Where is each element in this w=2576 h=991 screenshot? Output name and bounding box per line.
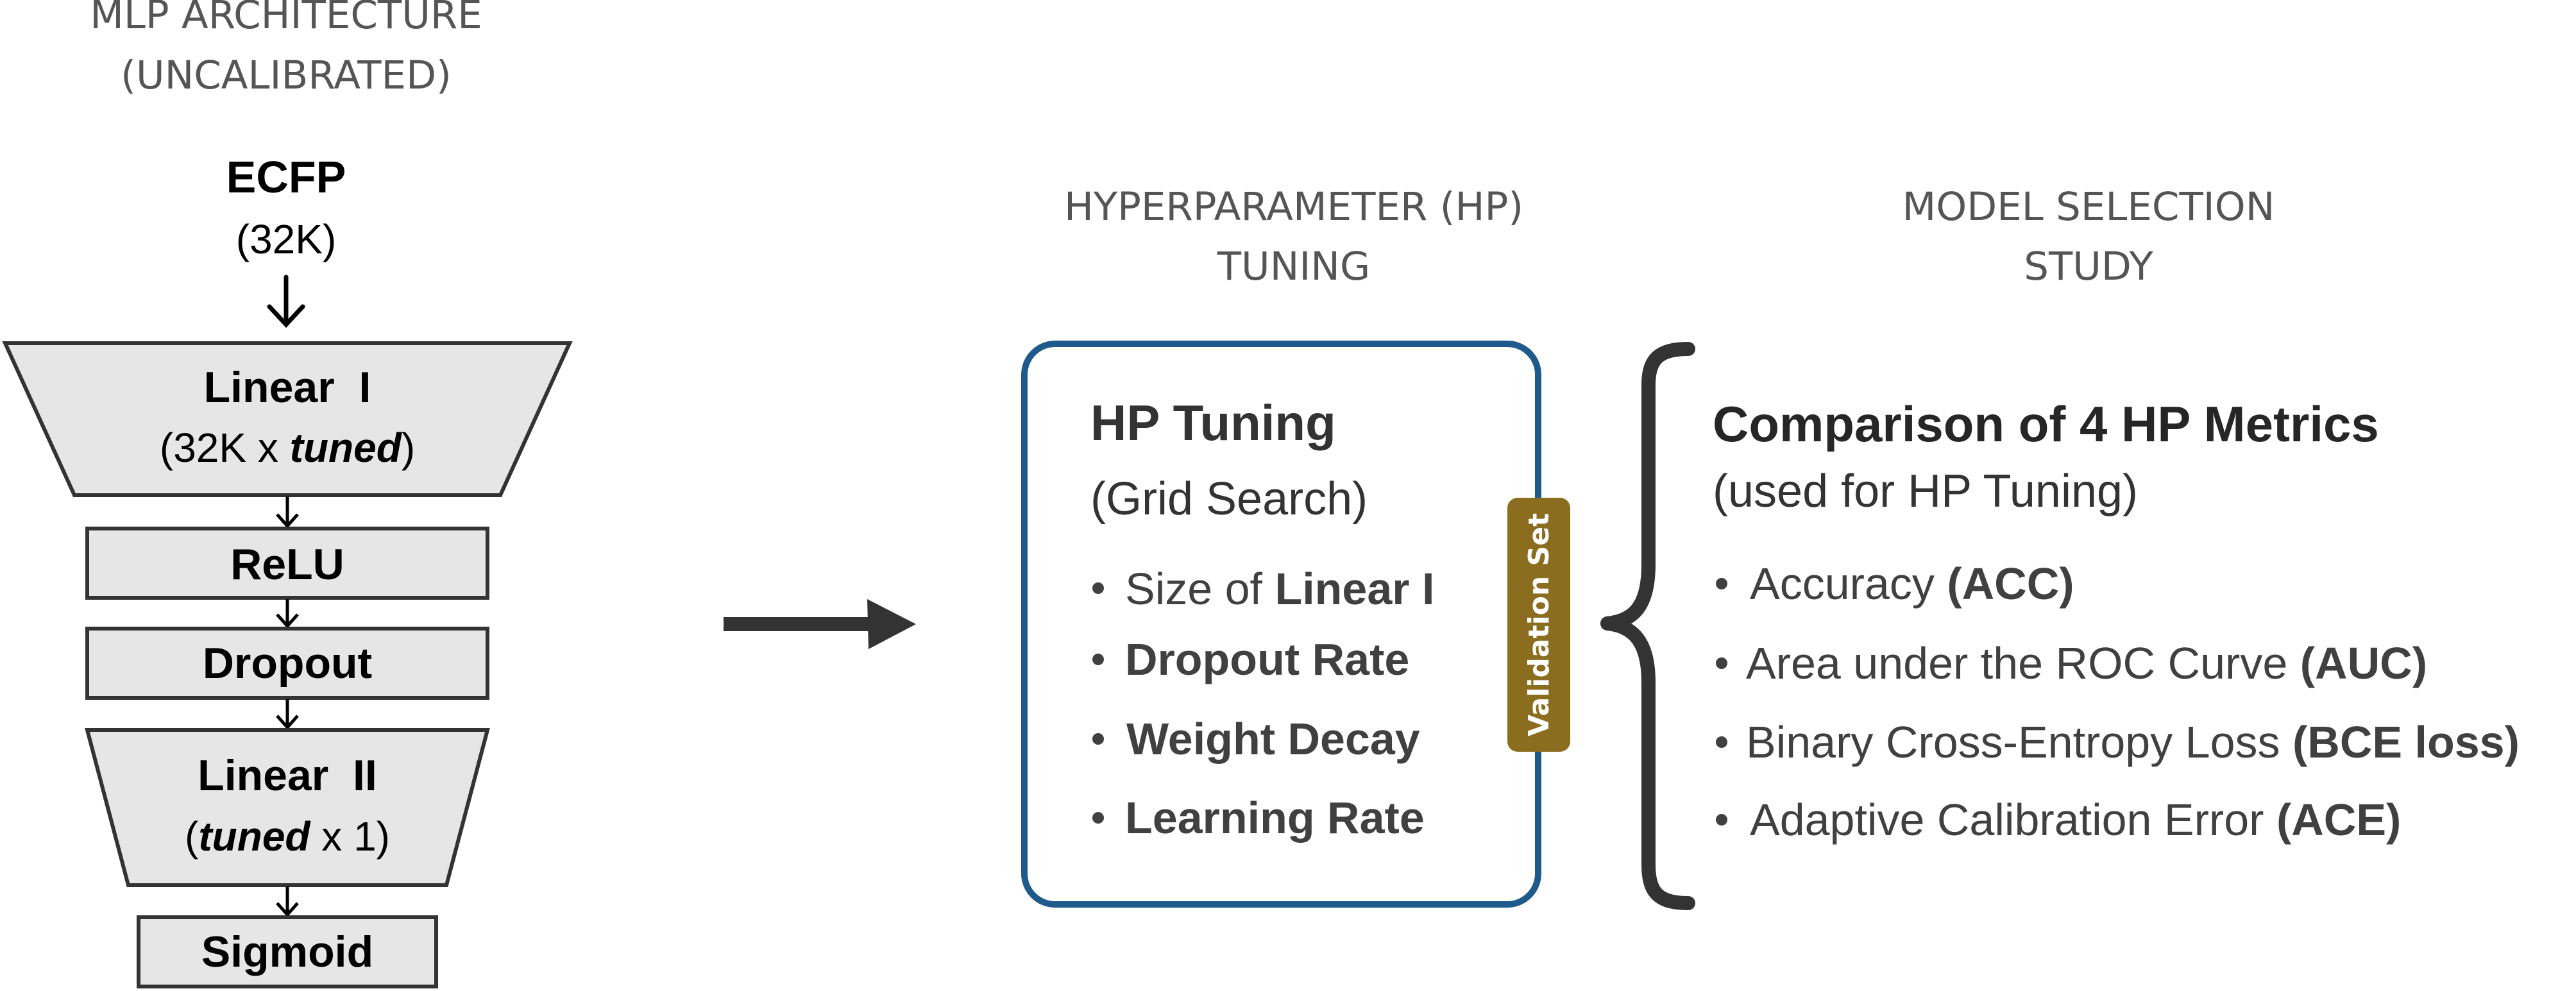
bullet-icon <box>1716 736 1727 748</box>
dropout-layer <box>85 627 489 700</box>
flow-arrow <box>724 599 916 649</box>
arrow-dropout-to-linear2 <box>276 699 299 730</box>
metric-item: Accuracy (ACC) <box>1716 559 2074 609</box>
hp-item-text-2: Weight Decay <box>1126 714 1420 764</box>
hp-item: Dropout Rate <box>1092 634 1409 684</box>
arrow-relu-to-dropout <box>276 599 299 629</box>
relu-label: ReLU <box>230 540 344 589</box>
tuning-header-line2: TUNING <box>1217 244 1370 289</box>
arrow-linear2-to-sigmoid <box>276 886 299 917</box>
linear2-layer <box>85 728 490 887</box>
dropout-label: Dropout <box>203 639 372 688</box>
hp-item-text-1: Dropout Rate <box>1125 634 1409 684</box>
hp-tuning-section: HYPERPARAMETER (HP) TUNING HP Tuning (Gr… <box>1021 184 1570 908</box>
bullet-icon <box>1092 812 1104 824</box>
input-size: (32K) <box>236 216 337 262</box>
hp-item-text-0: Size of Linear I <box>1125 564 1434 614</box>
linear1-shape: (32K x tuned) <box>160 425 415 471</box>
linear2-name: Linear II <box>198 751 377 800</box>
hp-item-text-3: Learning Rate <box>1125 793 1425 843</box>
sigmoid-layer <box>137 915 438 988</box>
metric-item: Area under the ROC Curve (AUC) <box>1716 638 2427 688</box>
hp-item: Weight Decay <box>1092 714 1420 764</box>
hp-item: Size of Linear I <box>1092 564 1434 614</box>
arrow-input-to-linear1 <box>267 275 305 328</box>
arch-title-line1: MLP ARCHITECTURE <box>90 0 482 38</box>
bullet-icon <box>1716 578 1727 589</box>
bullet-icon <box>1716 814 1727 826</box>
metric-text-3: Adaptive Calibration Error (ACE) <box>1750 795 2401 845</box>
bullet-icon <box>1716 657 1727 669</box>
bullet-icon <box>1092 582 1104 594</box>
linear1-layer <box>2 341 573 497</box>
mlp-architecture: MLP ARCHITECTURE (UNCALIBRATED) ECFP (32… <box>2 0 573 988</box>
selection-title: Comparison of 4 HP Metrics <box>1713 396 2379 452</box>
curly-brace-icon <box>1600 342 1695 910</box>
metric-text-0: Accuracy (ACC) <box>1750 559 2074 609</box>
input-name: ECFP <box>226 152 346 202</box>
metric-text-1: Area under the ROC Curve (AUC) <box>1746 638 2427 688</box>
model-selection-section: MODEL SELECTION STUDY Comparison of 4 HP… <box>1600 184 2520 910</box>
linear1-name: Linear I <box>204 363 371 412</box>
bullet-icon <box>1092 733 1104 745</box>
bullet-icon <box>1092 654 1104 665</box>
selection-header-line1: MODEL SELECTION <box>1902 184 2275 230</box>
validation-set-label: Validation Set <box>1523 513 1555 736</box>
tuning-header-line1: HYPERPARAMETER (HP) <box>1064 184 1523 230</box>
arch-title-line2: (UNCALIBRATED) <box>121 53 452 98</box>
linear2-shape: (tuned x 1) <box>185 813 390 860</box>
validation-set-tab <box>1507 498 1570 752</box>
selection-header-line2: STUDY <box>2024 244 2153 289</box>
metric-text-2: Binary Cross-Entropy Loss (BCE loss) <box>1746 717 2520 767</box>
selection-subtitle: (used for HP Tuning) <box>1713 466 2138 517</box>
hp-tuning-subtitle: (Grid Search) <box>1090 473 1368 525</box>
sigmoid-label: Sigmoid <box>201 927 373 976</box>
metric-item: Binary Cross-Entropy Loss (BCE loss) <box>1716 717 2520 767</box>
relu-layer <box>85 527 489 600</box>
hp-item: Learning Rate <box>1092 793 1425 843</box>
metric-item: Adaptive Calibration Error (ACE) <box>1716 795 2401 845</box>
hp-tuning-title: HP Tuning <box>1090 394 1336 451</box>
arrow-linear1-to-relu <box>276 496 299 529</box>
